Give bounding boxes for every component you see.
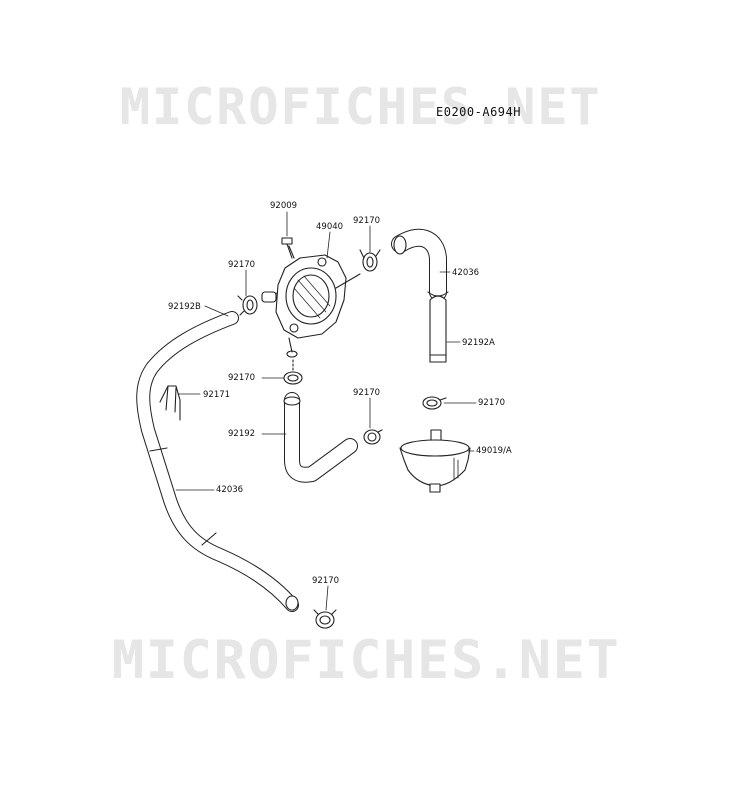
label-92170-top: 92170	[353, 216, 381, 226]
label-49040: 49040	[316, 222, 344, 232]
hose-42036-right	[391, 228, 449, 301]
label-92170-filter: 92170	[478, 398, 506, 408]
label-42036-right: 42036	[452, 268, 480, 278]
label-92170-center: 92170	[353, 388, 381, 398]
label-92170-mid: 92170	[228, 373, 256, 383]
watermark-bottom: MICROFICHES.NET	[112, 630, 621, 691]
label-92192B: 92192B	[168, 302, 201, 312]
fuel-pump-49040	[261, 254, 361, 358]
label-92192A: 92192A	[462, 338, 495, 348]
clip-92171	[159, 385, 181, 421]
leader-lines	[175, 211, 477, 611]
diagram-code: E0200-A694H	[436, 105, 521, 119]
clamp-92170-center	[363, 429, 383, 445]
label-49019A: 49019/A	[476, 446, 512, 456]
label-92009: 92009	[270, 201, 298, 211]
clamp-92170-mid	[283, 359, 303, 385]
fuel-filter-49019A	[399, 429, 471, 493]
clamp-92170-top	[359, 249, 381, 272]
hose-92192	[283, 392, 358, 483]
hose-42036-left	[136, 311, 299, 612]
screw-92009	[281, 237, 295, 259]
label-92170-left: 92170	[228, 260, 256, 270]
label-92170-bottom: 92170	[312, 576, 340, 586]
clamp-92170-filter	[422, 396, 447, 410]
label-92171: 92171	[203, 390, 231, 400]
clamp-92170-bottom	[313, 609, 337, 629]
clamp-92170-left	[237, 295, 258, 316]
watermark-top: MICROFICHES.NET	[120, 78, 602, 136]
label-42036-left: 42036	[216, 485, 244, 495]
label-92192: 92192	[228, 429, 256, 439]
hose-92192A	[429, 295, 447, 363]
